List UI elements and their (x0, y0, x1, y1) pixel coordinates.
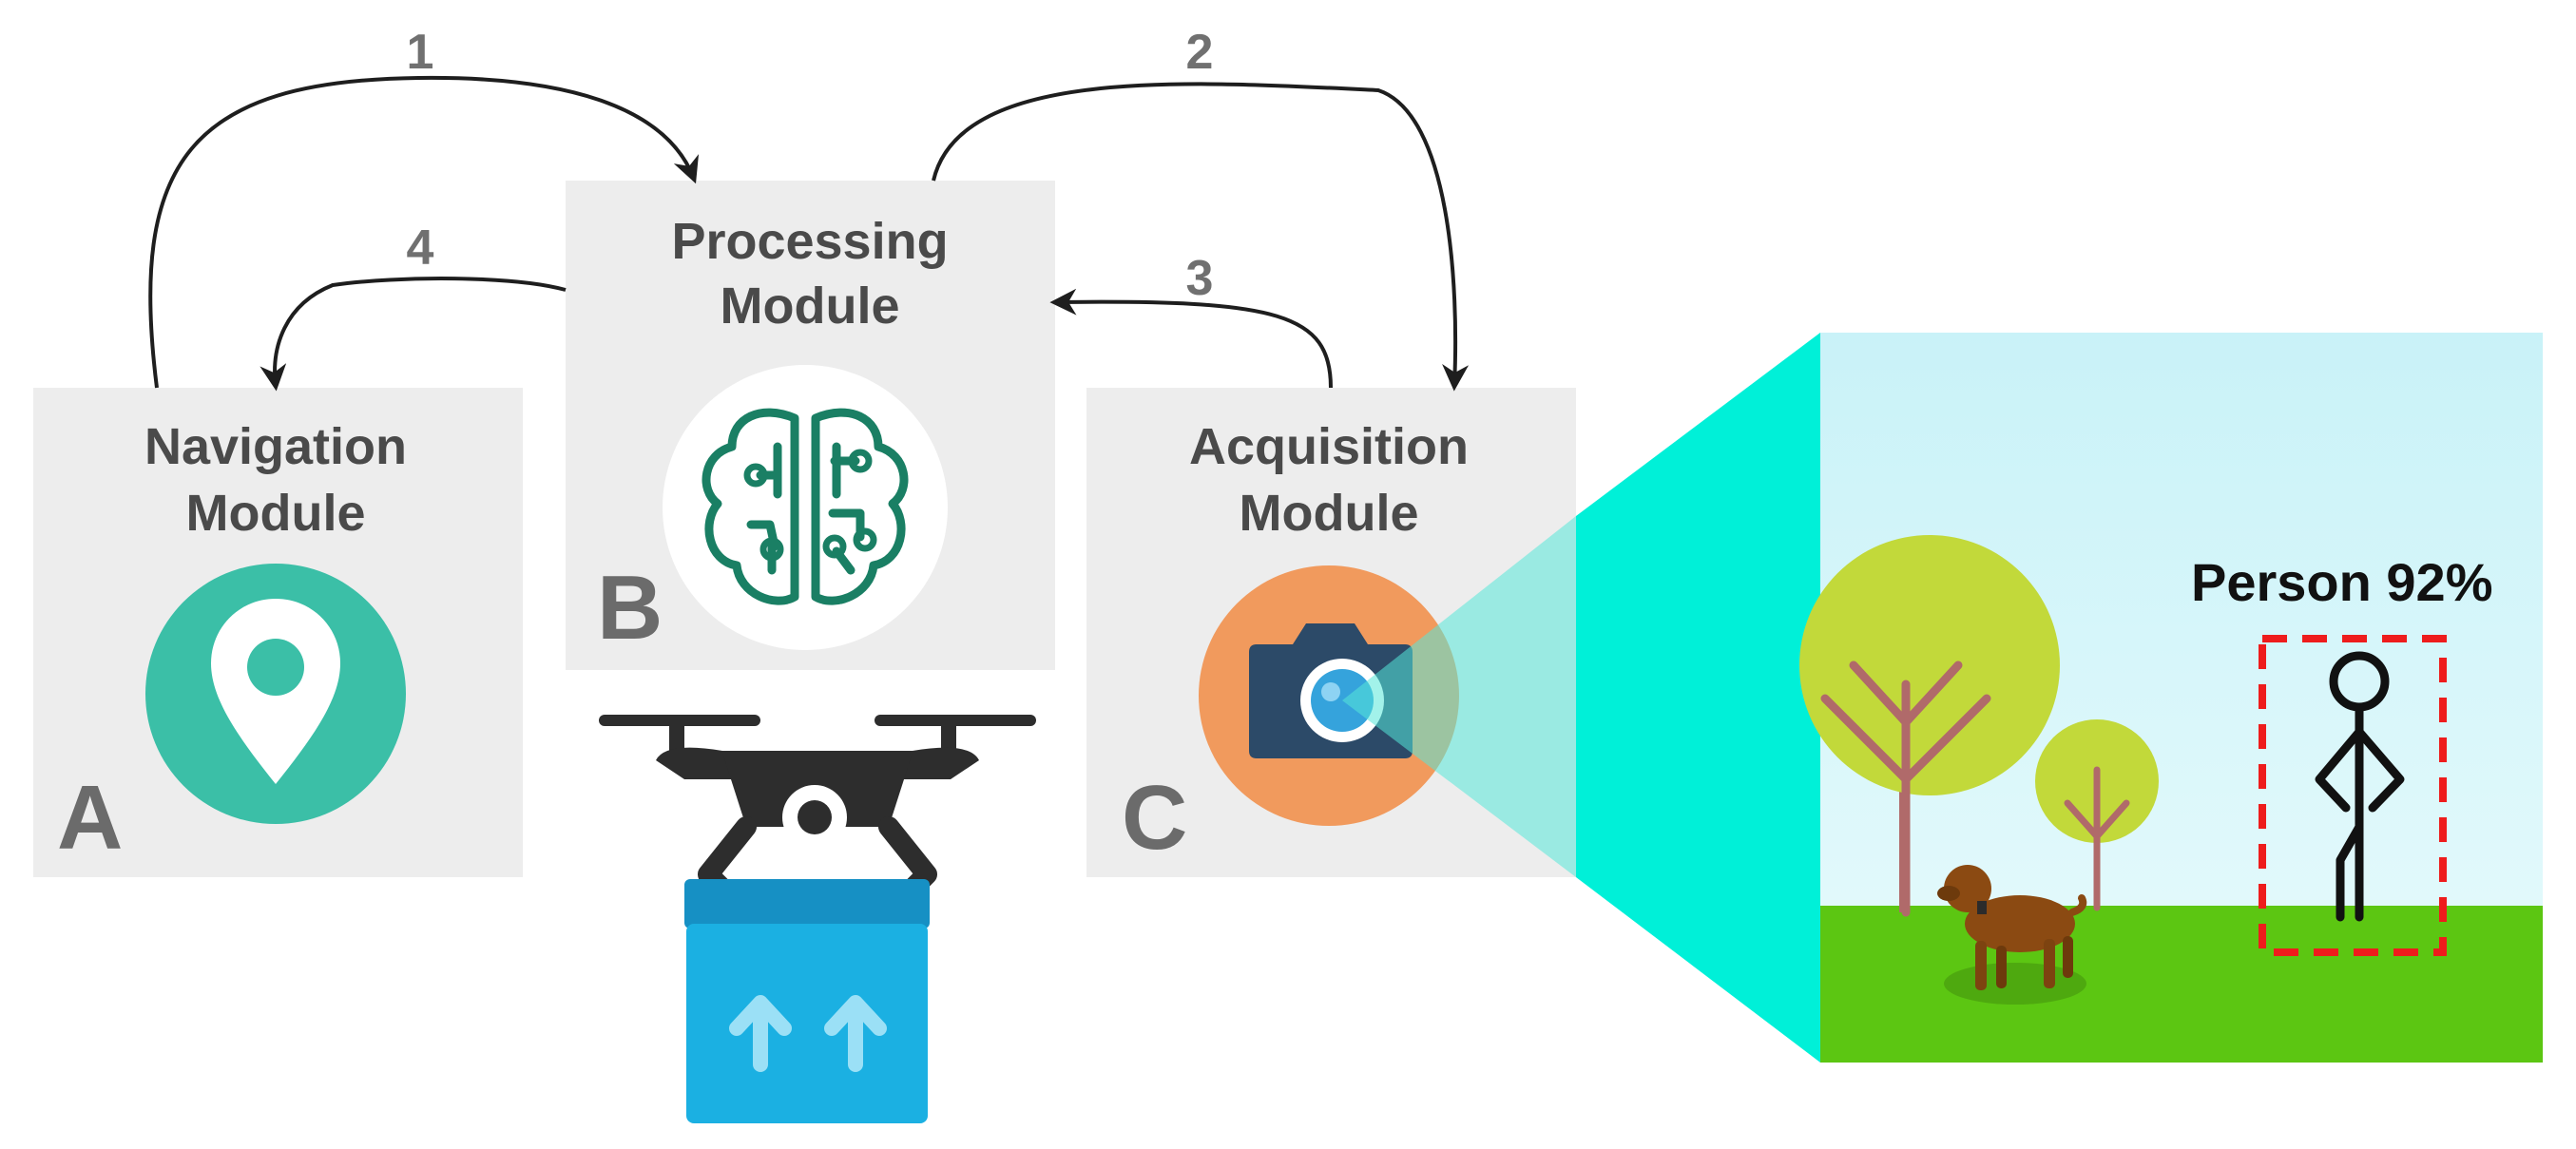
processing-module-letter: B (597, 557, 663, 659)
tree-large (1799, 535, 2060, 917)
step-label-4: 4 (407, 220, 434, 276)
step-label-1: 1 (407, 25, 434, 80)
brain-circuit-icon (663, 365, 948, 650)
arrow-step-4 (260, 277, 567, 392)
acquisition-module-title-line1: Acquisition (1189, 418, 1469, 475)
processing-module-title-line2: Module (721, 278, 900, 335)
navigation-module-letter: A (57, 767, 123, 869)
navigation-module-title-line2: Module (186, 485, 366, 542)
arrow-step-1 (148, 75, 699, 389)
acquisition-module-letter: C (1122, 767, 1187, 869)
acquisition-module: Acquisition Module C (1086, 388, 1576, 877)
scene-ground (1820, 906, 2543, 1063)
processing-module-title-line1: Processing (671, 213, 948, 270)
step-label-3: 3 (1186, 251, 1214, 306)
dog-icon (1937, 865, 2087, 1005)
navigation-module: Navigation Module A (33, 388, 523, 877)
detection-bounding-box (2259, 635, 2447, 956)
navigation-module-title-line1: Navigation (144, 418, 407, 475)
camera-icon (1199, 565, 1459, 826)
tree-small (2035, 719, 2159, 911)
processing-module: Processing Module B (566, 181, 1055, 670)
person-stick-figure (2315, 651, 2405, 922)
drone-icon (599, 715, 1036, 909)
map-pin-icon (145, 564, 406, 824)
arrow-step-2 (932, 82, 1470, 392)
detection-label: Person 92% (2191, 552, 2493, 612)
acquisition-module-title-line2: Module (1240, 485, 1419, 542)
arrow-step-3 (1049, 288, 1333, 389)
detection-scene: Person 92% (1799, 333, 2543, 1063)
step-label-2: 2 (1186, 25, 1214, 80)
camera-view-cone (1576, 333, 1820, 1063)
camera-view-cone-inner (1342, 516, 1576, 877)
package-box-icon (684, 879, 930, 1123)
